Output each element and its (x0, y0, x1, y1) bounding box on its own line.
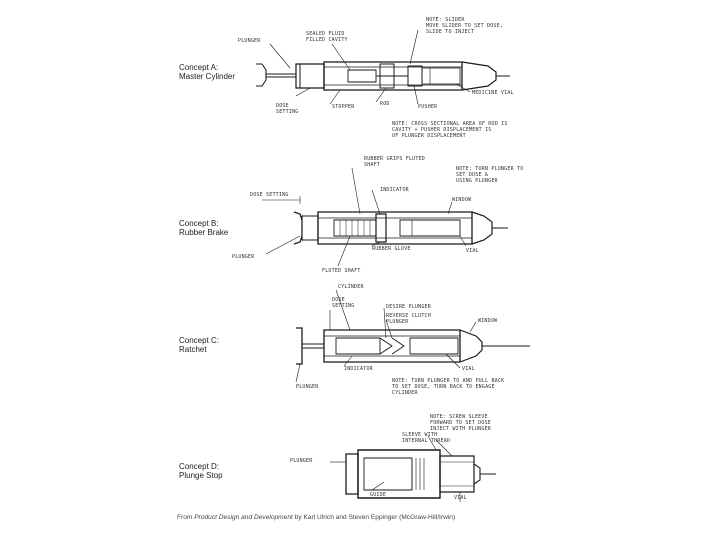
concept-a-title: Concept A: Master Cylinder (179, 63, 235, 81)
concept-b-title: Concept B: Rubber Brake (179, 219, 228, 237)
concept-c-label-cylinder: CYLINDER (338, 284, 364, 290)
concept-c-drawing (296, 290, 530, 382)
concept-c-label-vial: VIAL (462, 366, 475, 372)
concept-c-label-desire-plunger: DESIRE PLUNGER (386, 304, 431, 310)
concept-a-label-stopper: STOPPER (332, 104, 355, 110)
concept-a-title-line2: Master Cylinder (179, 72, 236, 81)
concept-d-title-line1: Concept D: (179, 462, 220, 471)
concept-d-label-guide: GUIDE (370, 492, 387, 498)
concept-a-label-medicine-vial: MEDICINE VIAL (472, 90, 514, 96)
concept-d-title: Concept D: Plunge Stop (179, 462, 223, 480)
concept-d-drawing (330, 436, 496, 502)
caption-prefix: From (177, 514, 195, 521)
concept-c-title-line2: Ratchet (179, 345, 207, 354)
concept-b-label-rubber-glove: RUBBER GLOVE (372, 246, 411, 252)
concept-c-label-indicator: INDICATOR (344, 366, 373, 372)
concept-b-label-indicator: INDICATOR (380, 187, 409, 193)
concept-a-label-rod: ROD (380, 101, 390, 107)
concept-b-label-window: WINDOW (452, 197, 472, 203)
caption-book-title: Product Design and Development (194, 514, 293, 521)
concept-c-title: Concept C: Ratchet (179, 336, 219, 354)
concept-a-drawing (256, 30, 510, 104)
concept-b-title-line1: Concept B: (179, 219, 219, 228)
concept-c-label-plunger: PLUNGER (296, 384, 319, 390)
concept-d-label-vial: VIAL (454, 495, 467, 501)
concept-b-title-line2: Rubber Brake (179, 228, 229, 237)
concept-c-label-window: WINDOW (478, 318, 498, 324)
concept-b-label-plunger: PLUNGER (232, 254, 255, 260)
concept-b-label-vial: VIAL (466, 248, 479, 254)
concept-b-label-dose-setting: DOSE SETTING (250, 192, 289, 198)
concept-c-title-line1: Concept C: (179, 336, 220, 345)
concept-d-title-line2: Plunge Stop (179, 471, 223, 480)
concept-a-label-pusher: PUSHER (418, 104, 438, 110)
concept-b-drawing (262, 168, 508, 266)
source-caption: From Product Design and Development by K… (177, 514, 455, 521)
concept-b-label-fluted-shaft: FLUTED SHAFT (322, 268, 361, 274)
caption-suffix: by Karl Ulrich and Steven Eppinger (McGr… (292, 514, 456, 521)
concept-a-label-plunger: PLUNGER (238, 38, 261, 44)
concept-a-title-line1: Concept A: (179, 63, 219, 72)
concept-d-label-plunger: PLUNGER (290, 458, 313, 464)
